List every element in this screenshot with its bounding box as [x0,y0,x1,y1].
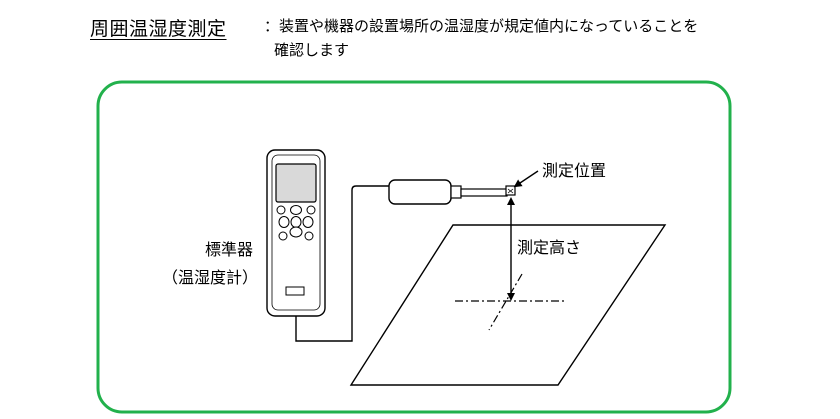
device-label-line-2: （温湿度計） [162,268,258,287]
measurement-position-label: 測定位置 [542,161,606,180]
description-line-1: ：装置や機器の設置場所の温湿度が規定値内になっていることを [264,17,699,35]
measurement-height-label: 測定高さ [517,238,581,257]
section-title: 周囲温湿度測定 [90,18,227,40]
probe-icon [388,179,516,205]
diagram-frame [96,80,732,414]
hygrometer-device-icon [266,149,326,317]
description-line-2: 確認します [274,41,350,59]
measurement-position-pointer [513,170,539,188]
device-label-line-1: 標準器 [205,240,253,259]
center-axis-diagonal [488,273,523,331]
heading: 周囲温湿度測定 ：装置や機器の設置場所の温湿度が規定値内になっていることを 確認… [0,0,840,80]
probe-cable [295,185,391,342]
section-description: ：装置や機器の設置場所の温湿度が規定値内になっていることを 確認します [264,14,698,62]
floor-plane [349,224,667,386]
